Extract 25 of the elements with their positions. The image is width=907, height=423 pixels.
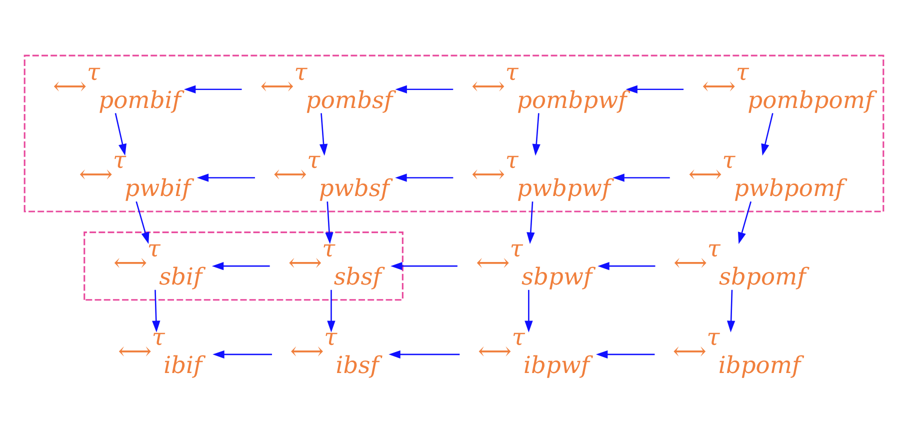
arrow	[532, 113, 540, 156]
arrow	[524, 290, 532, 332]
arrow	[318, 113, 328, 156]
arrow	[394, 85, 453, 94]
arrow	[135, 201, 149, 244]
arrow	[152, 290, 160, 332]
arrow	[390, 262, 457, 270]
arrow	[394, 174, 453, 182]
arrow	[612, 174, 670, 182]
arrow	[526, 202, 534, 244]
arrow	[760, 113, 773, 156]
arrow	[726, 290, 735, 332]
arrow	[212, 350, 272, 359]
arrow	[211, 262, 270, 270]
arrow	[326, 290, 335, 332]
arrow	[324, 202, 333, 244]
arrow	[597, 262, 655, 270]
arrow	[114, 113, 126, 156]
arrow	[595, 350, 654, 359]
arrow	[196, 174, 254, 182]
arrow	[625, 85, 684, 94]
arrow	[388, 350, 460, 359]
cluster	[23, 54, 884, 212]
arrow	[183, 85, 242, 94]
arrow	[737, 201, 752, 244]
